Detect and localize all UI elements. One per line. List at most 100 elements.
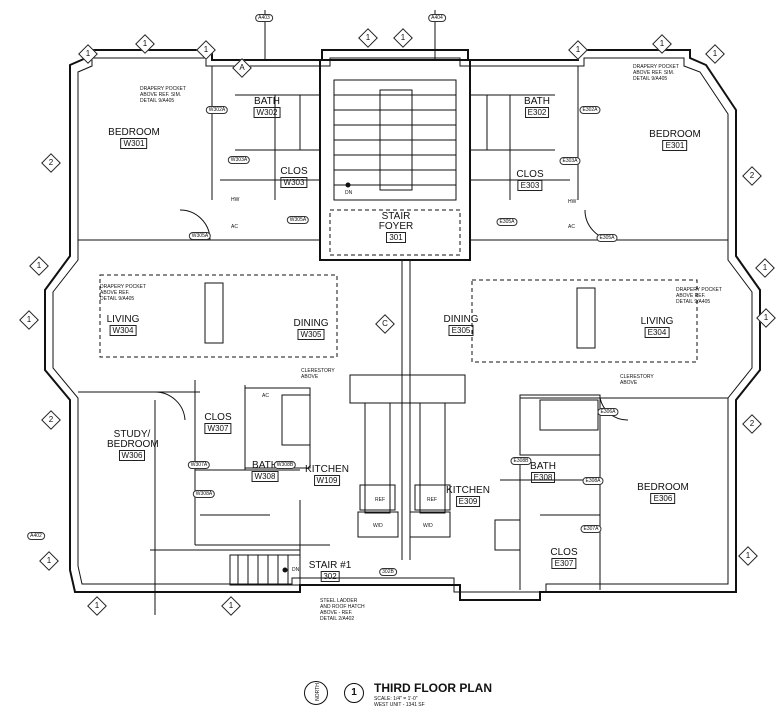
room-stair1: STAIR #1 302 [308,560,352,582]
north-arrow-icon: NORTH [304,681,328,705]
room-w-study: STUDY/ BEDROOM W306 [107,429,159,461]
room-e-clos: CLOS E303 [516,169,544,191]
room-number: W303 [280,177,308,188]
room-name: CLOS [550,547,578,558]
room-name: CLOS [204,412,232,423]
door-tag: W307A [187,461,211,469]
room-name: LIVING [640,316,674,327]
hw-label: HW [568,199,577,205]
room-number: E304 [644,327,670,338]
drapery-note-ne: DRAPERY POCKET ABOVE REF. SIM. DETAIL 9/… [633,64,679,82]
drawing-scale: SCALE: 1/4" = 1'-0" WEST UNIT - 1341 SF [374,696,425,708]
room-number: W308 [251,471,279,482]
room-number: W305 [297,329,325,340]
door-tag: E308A [582,477,604,485]
drapery-note-nw: DRAPERY POCKET ABOVE REF. SIM. DETAIL 9/… [140,86,186,104]
drawing-title: THIRD FLOOR PLAN [374,681,492,695]
room-number: E303 [517,180,543,191]
door-tag: E308B [510,457,532,465]
room-name: BATH [254,96,280,107]
door-tag: W305A [188,232,212,240]
dn-label: DN [345,190,353,196]
ref-label: REF [427,497,437,503]
room-e-clos2: CLOS E307 [550,547,578,569]
room-name: KITCHEN [305,464,349,475]
room-e-living: LIVING E304 [640,316,674,338]
hw-label: HW [231,197,240,203]
door-tag: W308B [273,461,297,469]
room-number: W301 [120,138,148,149]
door-tag: W303A [227,156,251,164]
room-w-bedroom: BEDROOM W301 [108,128,160,149]
exterior-wall [44,49,761,601]
room-w-kitchen: KITCHEN W109 [305,465,349,486]
section-marker: A402 [27,532,45,540]
room-number: E309 [455,496,481,507]
ac-label: AC [262,393,269,399]
door-tag: E305A [596,234,618,242]
room-e-kitchen: KITCHEN E309 [446,486,490,507]
section-marker: A404 [428,14,446,22]
room-stair-foyer: STAIR FOYER 301 [366,212,426,243]
room-name: STUDY/ BEDROOM [107,429,159,450]
scale-text: SCALE: 1/4" = 1'-0" [374,696,418,702]
door-tag: W302A [205,106,229,114]
door-tag: W305A [286,216,310,224]
unit-area: WEST UNIT - 1341 SF [374,702,425,708]
room-name: BEDROOM [637,482,689,493]
room-number: E305 [448,325,474,336]
room-e-bath2: BATH E308 [530,462,556,483]
room-w-dining: DINING W305 [294,319,329,340]
door-tag: E307A [580,525,602,533]
ladder-note: STEEL LADDER AND ROOF HATCH ABOVE - REF.… [320,598,365,622]
door-tag: W308A [192,490,216,498]
clerestory-note-e: CLERESTORY ABOVE [620,374,654,386]
room-name: STAIR #1 [308,560,352,571]
room-w-clos2: CLOS W307 [204,412,232,434]
drapery-note-w: DRAPERY POCKET ABOVE REF. DETAIL 9/A405 [100,284,146,302]
room-w-bath: BATH W302 [253,96,281,118]
north-label: NORTH [314,683,321,701]
room-name: STAIR FOYER [378,211,414,232]
room-name: KITCHEN [446,485,490,496]
room-number: E301 [662,140,688,151]
room-number: W304 [109,325,137,336]
room-number: W306 [118,450,146,461]
room-e-dining: DINING E305 [444,315,479,336]
room-name: CLOS [280,166,308,177]
door-tag: E302A [579,106,601,114]
drawing-number: 1 [344,683,364,703]
room-e-bedroom2: BEDROOM E306 [637,483,689,504]
room-number: 302 [320,571,340,582]
room-number: E306 [650,493,676,504]
room-e-bath: BATH E302 [524,97,550,118]
room-name: BATH [524,96,550,107]
room-name: BEDROOM [108,127,160,138]
drapery-note-e: DRAPERY POCKET ABOVE REF. DETAIL 9/A405 [676,287,722,305]
door-tag: E303A [559,157,581,165]
wd-label: W/D [423,523,433,529]
dn-label: DN [292,567,300,573]
room-number: W109 [313,475,341,486]
room-number: E308 [530,472,556,483]
room-name: DINING [293,318,329,329]
room-name: LIVING [106,314,140,325]
door-tag: E305A [496,218,518,226]
room-w-clos: CLOS W303 [280,166,308,188]
room-name: DINING [443,314,479,325]
room-w-living: LIVING W304 [106,314,140,336]
room-name: BEDROOM [649,129,701,140]
room-name: CLOS [516,169,544,180]
door-tag: 302B [379,568,397,576]
ac-label: AC [231,224,238,230]
room-number: W307 [204,423,232,434]
room-e-bedroom: BEDROOM E301 [649,130,701,151]
wd-label: W/D [373,523,383,529]
room-number: E307 [551,558,577,569]
clerestory-note-w: CLERESTORY ABOVE [301,368,335,380]
ac-label: AC [568,224,575,230]
room-number: W302 [253,107,281,118]
door-tag: E306A [597,408,619,416]
section-marker: A403 [255,14,273,22]
